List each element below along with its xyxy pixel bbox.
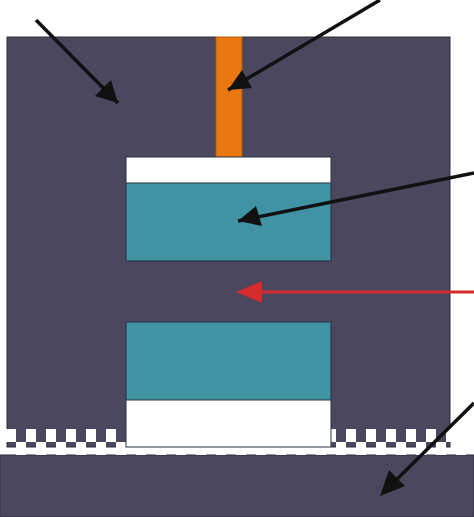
arrow-base [381,401,474,495]
tooth-notch-lower [416,442,426,455]
tooth-notch-upper [446,429,456,442]
tooth-notch-upper [386,429,396,442]
tooth-notch-lower [336,442,346,455]
tooth-notch-upper [366,429,376,442]
tooth-notch-upper [46,429,56,442]
tooth-notch-lower [196,442,206,455]
arrowhead-upper-block [238,206,262,226]
tooth-notch-lower [356,442,366,455]
tooth-notch-lower [396,442,406,455]
tooth-notch-lower [36,442,46,455]
tooth-notch-lower [176,442,186,455]
arrowhead-housing [95,80,118,103]
tooth-notch-lower [116,442,126,455]
arrowhead-base [380,470,405,496]
tooth-notch-upper [106,429,116,442]
tooth-notch-upper [346,429,356,442]
tooth-notch-lower [16,442,26,455]
upper-block [125,182,332,262]
tooth-notch-upper [6,429,16,442]
upper-pad [125,156,332,184]
tooth-notch-lower [276,442,286,455]
tooth-notch-lower [316,442,326,455]
tooth-notch-lower [76,442,86,455]
tooth-notch-upper [86,429,96,442]
tooth-notch-lower [56,442,66,455]
tooth-notch-lower [436,442,446,455]
arrowhead-rod [228,70,252,90]
lower-pad [125,399,332,448]
lower-block [125,321,332,401]
tooth-notch-lower [456,442,466,455]
tooth-notch-upper [26,429,36,442]
tooth-notch-lower [236,442,246,455]
tooth-notch-upper [406,429,416,442]
tooth-notch-upper [66,429,76,442]
arrowhead-gap [236,281,262,303]
arrow-upper-block [237,171,474,223]
tooth-notch-upper [466,429,474,442]
tooth-notch-lower [96,442,106,455]
tooth-notch-lower [216,442,226,455]
tooth-notch-lower [136,442,146,455]
rod [215,36,243,158]
tooth-notch-lower [156,442,166,455]
tooth-notch-lower [296,442,306,455]
arrow-rod [227,0,381,92]
tooth-notch-upper [426,429,436,442]
tooth-notch-lower [256,442,266,455]
tooth-notch-lower [376,442,386,455]
